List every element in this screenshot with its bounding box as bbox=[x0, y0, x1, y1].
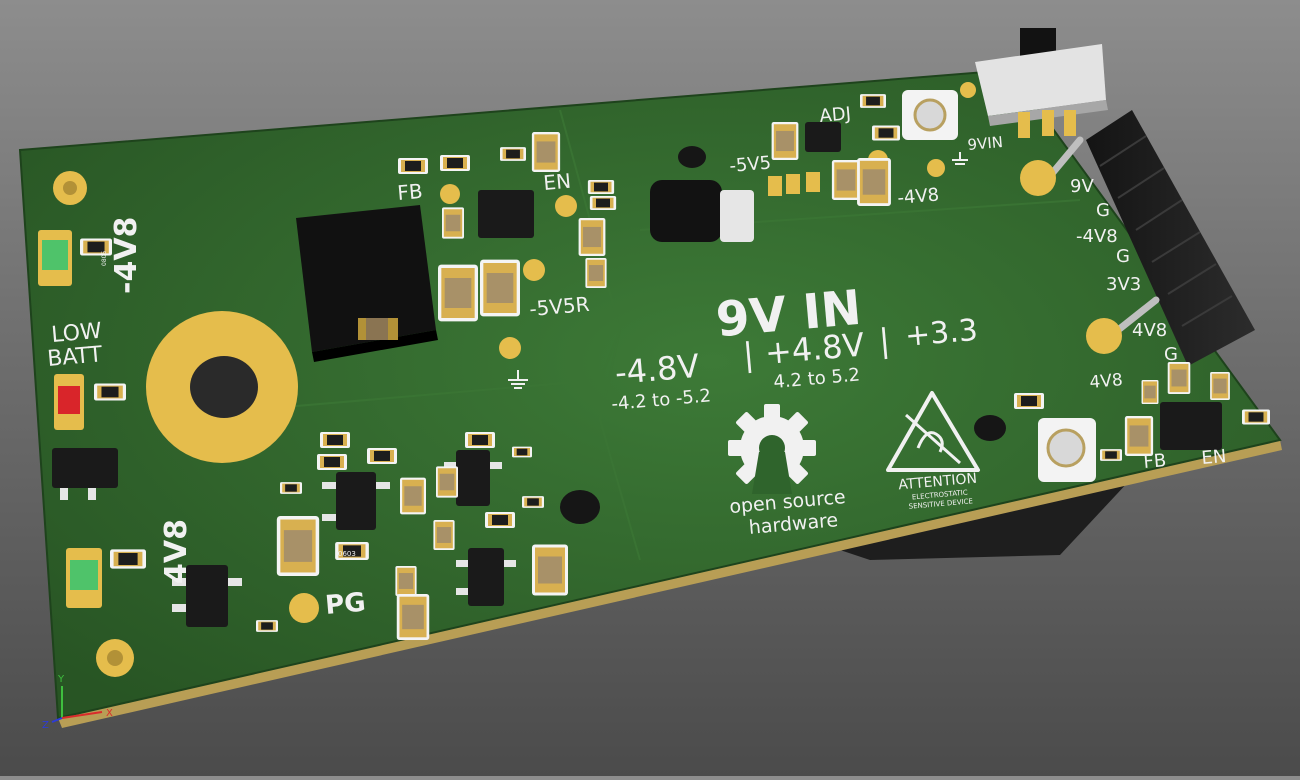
header-pin-label: -4V8 bbox=[1076, 226, 1118, 247]
header-pin-label: G bbox=[1116, 246, 1130, 267]
z-axis-line bbox=[51, 717, 63, 723]
separator-2: | bbox=[877, 321, 891, 360]
ground-symbol-icon bbox=[508, 152, 968, 389]
oshw-gear-icon bbox=[728, 404, 816, 494]
label-neg-5v5: -5V5 bbox=[729, 152, 772, 177]
pos-rail-label: +4.8V bbox=[763, 325, 866, 372]
board-edge bbox=[58, 440, 1282, 728]
axis-triad: Y X Z bbox=[42, 674, 113, 731]
label-neg-5v5r: -5V5R bbox=[528, 292, 590, 321]
title-9v-in: 9V IN bbox=[714, 280, 864, 348]
resistor-code: 0805 bbox=[101, 251, 108, 266]
header-pin-label: G bbox=[1164, 344, 1178, 365]
label-fb-top: FB bbox=[396, 179, 423, 205]
regulator-ic-right bbox=[1160, 402, 1222, 450]
small-inductor bbox=[650, 180, 754, 242]
esd-title: ATTENTION bbox=[898, 471, 978, 494]
power-slide-switch bbox=[975, 28, 1108, 138]
buck-converter-ic bbox=[478, 190, 534, 238]
label-en-right: EN bbox=[1201, 446, 1228, 469]
label-adj: ADJ bbox=[819, 103, 852, 127]
silkscreen-text: 9V IN -4.8V -4.2 to -5.2 | +4.8V 4.2 to … bbox=[46, 103, 1227, 621]
separator-1: | bbox=[741, 335, 755, 374]
header-pin-label: 9V bbox=[1070, 176, 1094, 197]
capacitor-code: 0603 bbox=[338, 550, 356, 558]
pin-header bbox=[1020, 110, 1255, 366]
x-axis-line bbox=[61, 711, 103, 719]
header-pin-label: 3V3 bbox=[1106, 274, 1141, 295]
label-neg-4v8-left: -4V8 bbox=[109, 217, 144, 294]
y-axis-label: Y bbox=[57, 674, 65, 685]
z-axis-label: Z bbox=[42, 720, 49, 731]
x-axis-label: X bbox=[106, 708, 113, 719]
mounting-holes bbox=[53, 146, 1006, 677]
label-neg-4v8-top: -4V8 bbox=[897, 184, 940, 209]
ic-leads bbox=[60, 462, 516, 612]
esd-warning-icon bbox=[886, 391, 980, 472]
ic-packages bbox=[52, 122, 1222, 627]
label-en-top: EN bbox=[542, 169, 572, 195]
trimmer-potentiometers bbox=[902, 90, 1096, 482]
rail-3v3-label: +3.3 bbox=[904, 313, 980, 354]
label-9vin: 9VIN bbox=[967, 133, 1004, 154]
header-pin-label: 4V8 bbox=[1132, 320, 1167, 341]
label-low: LOW bbox=[50, 319, 103, 348]
label-pg: PG bbox=[324, 588, 367, 621]
header-pin-label: G bbox=[1096, 200, 1110, 221]
neg-rail-label: -4.8V bbox=[613, 347, 700, 392]
label-fb-right: FB bbox=[1143, 450, 1167, 473]
label-batt: BATT bbox=[46, 342, 103, 372]
label-4v8-right: 4V8 bbox=[1089, 370, 1124, 393]
status-leds bbox=[38, 230, 102, 608]
power-inductor bbox=[296, 205, 438, 362]
label-pos-4v8-left: 4V8 bbox=[159, 519, 194, 584]
